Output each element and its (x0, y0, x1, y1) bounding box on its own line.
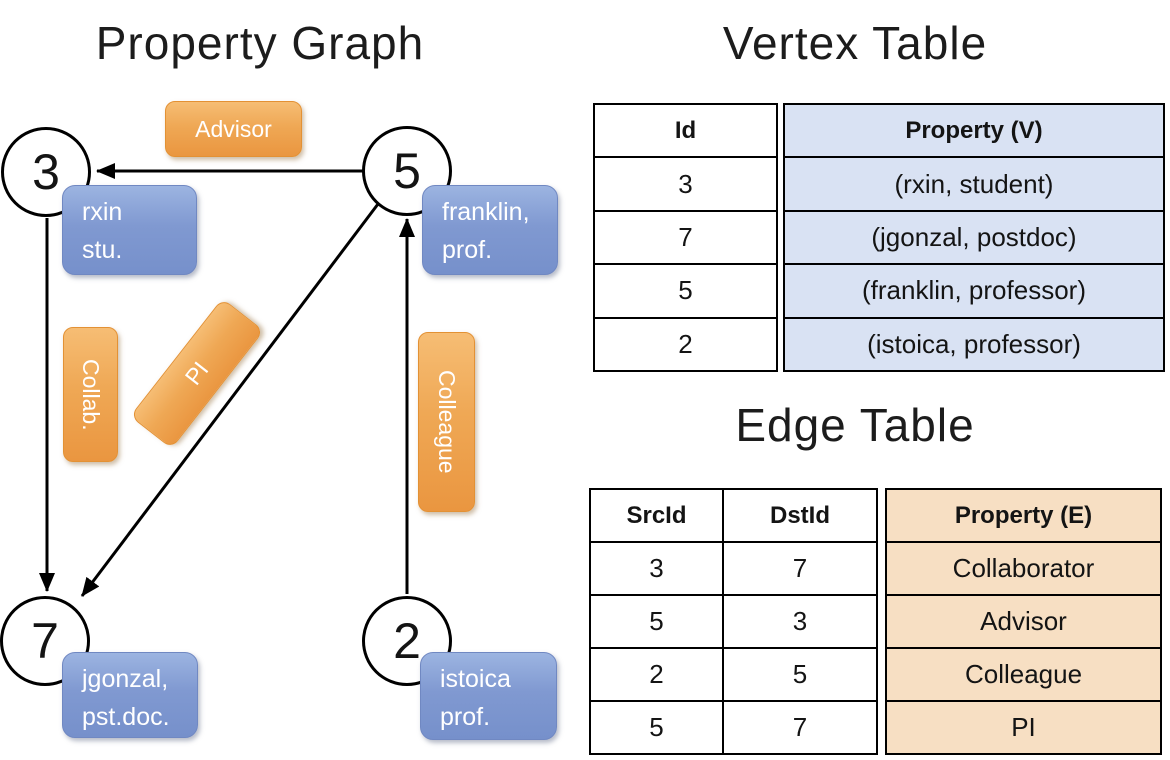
edge-table-ids-row: 5 7 (591, 702, 876, 753)
edge-label-colleague: Colleague (418, 332, 475, 512)
vertex-label-rxin-line2: stu. (82, 235, 123, 264)
edge-label-collab: Collab. (63, 327, 118, 462)
vertex-label-istoica: istoica prof. (420, 652, 557, 740)
vertex-table-property-cell: (franklin, professor) (785, 265, 1163, 319)
vertex-table-property-cell: (istoica, professor) (785, 318, 1163, 371)
edge-table-src-cell: 3 (591, 543, 724, 594)
edge-table-property-column: Property (E) Collaborator Advisor Collea… (885, 488, 1162, 755)
edge-table-src-cell: 5 (591, 702, 724, 753)
edge-table-property-cell: PI (887, 702, 1160, 753)
vertex-label-istoica-line2: prof. (440, 702, 491, 731)
edge-table-property-cell: Advisor (887, 596, 1160, 649)
edge-table-src-cell: 5 (591, 596, 724, 647)
edge-table-dstid-header: DstId (770, 501, 830, 529)
edge-label-advisor-text: Advisor (195, 115, 272, 142)
vertex-table-property-cell: (jgonzal, postdoc) (785, 211, 1163, 266)
node-7-id: 7 (31, 613, 59, 669)
edge-table-property-cell: Colleague (887, 649, 1160, 702)
edge-label-collab-text: Collab. (78, 358, 104, 431)
vertex-label-istoica-line1: istoica (440, 665, 511, 693)
vertex-table-id-column: Id 3 7 5 2 (593, 103, 778, 372)
edge-table-dst-cell: 7 (792, 712, 808, 742)
edge-table-title: Edge Table (735, 399, 975, 451)
node-3-id: 3 (32, 144, 60, 200)
vertex-table-id-cell: 2 (678, 328, 693, 359)
node-2-id: 2 (393, 613, 421, 669)
vertex-table-id-cell: 5 (595, 265, 776, 319)
edge-table-dst-cell: 5 (792, 659, 808, 689)
edge-table-property-cell: Collaborator (887, 543, 1160, 596)
edge-label-pi-text: PI (179, 356, 214, 390)
node-5-id: 5 (393, 143, 421, 199)
edge-table-dst-cell: 3 (792, 606, 808, 636)
vertex-label-rxin-line1: rxin (82, 198, 123, 226)
vertex-table-property-header: Property (V) (785, 105, 1163, 159)
graph-edges-svg (39, 163, 415, 597)
vertex-table-property-column: Property (V) (rxin, student) (jgonzal, p… (783, 103, 1165, 372)
edge-label-colleague-text: Colleague (434, 370, 460, 474)
vertex-table-property-cell: (rxin, student) (785, 158, 1163, 212)
edge-table-src-cell: 2 (591, 649, 724, 700)
vertex-label-rxin: rxin stu. (62, 185, 197, 275)
property-graph-title: Property Graph (95, 17, 425, 69)
vertex-label-jgonzal-line2: pst.doc. (82, 702, 170, 731)
vertex-table-title: Vertex Table (722, 17, 988, 69)
vertex-label-franklin-line1: franklin, (442, 198, 530, 226)
edge-table-ids-row: 2 5 (591, 649, 876, 702)
edge-table-property-header: Property (E) (887, 490, 1160, 543)
vertex-label-franklin-line2: prof. (442, 235, 493, 264)
graph-node-2: 2 (362, 596, 452, 686)
vertex-table-id-cell: 7 (595, 212, 776, 266)
edge-label-advisor: Advisor (165, 101, 302, 157)
edge-arrow-pi-5-to-7 (80, 203, 380, 597)
vertex-table-id-header: Id (595, 105, 776, 159)
vertex-table-id-cell: 3 (595, 158, 776, 212)
edge-table-id-columns: SrcId DstId 3 7 5 3 2 5 5 7 (589, 488, 878, 755)
edge-table-ids-header-row: SrcId DstId (591, 490, 876, 543)
vertex-label-jgonzal-line1: jgonzal, (82, 665, 169, 693)
vertex-label-jgonzal: jgonzal, pst.doc. (62, 652, 198, 738)
edge-table-ids-row: 3 7 (591, 543, 876, 596)
vertex-label-franklin: franklin, prof. (422, 185, 558, 275)
edge-table-ids-row: 5 3 (591, 596, 876, 649)
edge-table-dst-cell: 7 (792, 553, 808, 583)
edge-table-srcid-header: SrcId (591, 490, 724, 541)
